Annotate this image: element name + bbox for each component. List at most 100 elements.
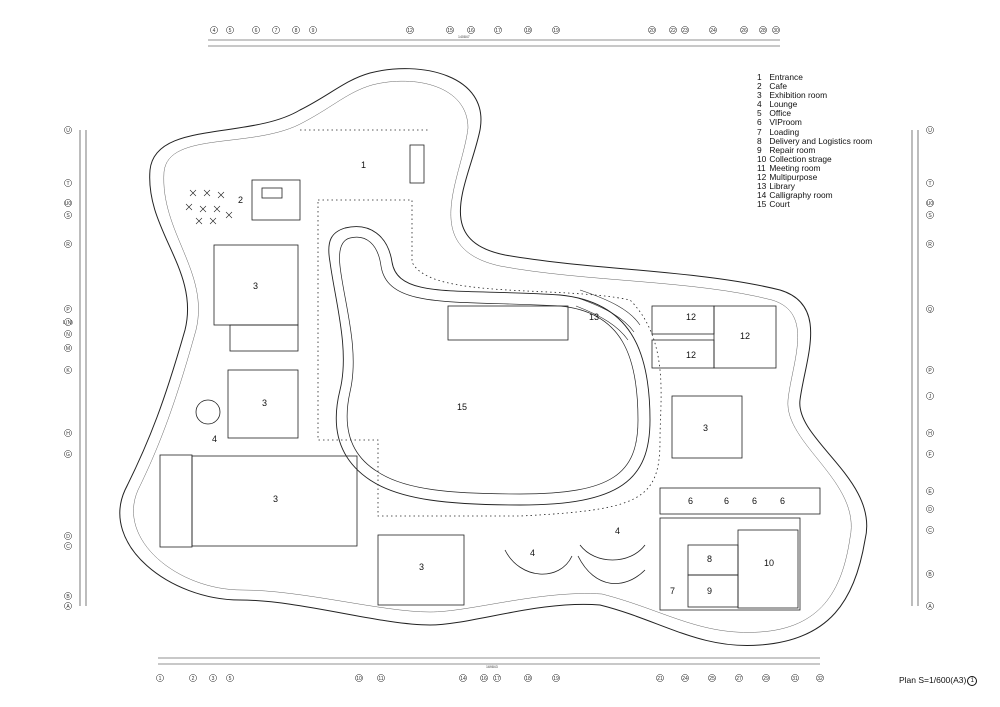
- grid-bubble: [926, 392, 934, 400]
- grid-bubble: [494, 26, 502, 34]
- grid-bubble: [64, 592, 72, 600]
- legend-label: Court: [767, 199, 790, 210]
- room-exhibition-e: [671, 395, 743, 459]
- grid-bubble: [309, 26, 317, 34]
- grid-label: T: [66, 181, 69, 187]
- grid-label: C: [928, 528, 932, 534]
- grid-bubble: [524, 674, 532, 682]
- grid-bubble: [64, 344, 72, 352]
- grid-bubble: [272, 26, 280, 34]
- legend-label: Collection strage: [767, 153, 832, 164]
- room-label: 8: [707, 554, 712, 564]
- grid-label: 17: [495, 28, 501, 34]
- grid-bubble: [740, 26, 748, 34]
- dimension-line-bottom: [158, 657, 820, 665]
- building-outline-inner: [133, 80, 852, 633]
- legend-number: 5: [757, 108, 762, 119]
- legend-number: 15: [757, 199, 767, 210]
- grid-label: 28: [760, 28, 766, 34]
- grid-bubble: [292, 26, 300, 34]
- grid-bubble: [762, 674, 770, 682]
- grid-label: 10: [356, 676, 362, 682]
- grid-bubble: [926, 505, 934, 513]
- grid-bubble: [669, 26, 677, 34]
- legend-item: 12 Multipurpose: [757, 172, 872, 182]
- grid-bubble: [64, 450, 72, 458]
- legend-number: 10: [757, 153, 767, 164]
- grid-label: 22: [670, 28, 676, 34]
- grid-bubble: [406, 26, 414, 34]
- grid-bubble: [791, 674, 799, 682]
- grid-label: 3: [212, 676, 215, 682]
- grid-bubble: [156, 674, 164, 682]
- grid-bubble: [210, 26, 218, 34]
- grid-label: 5: [229, 28, 232, 34]
- grid-label: B: [928, 572, 932, 578]
- grid-bubble: [552, 674, 560, 682]
- grid-label: 11: [378, 676, 383, 682]
- grid-label: K: [66, 368, 70, 374]
- grid-label: 16: [481, 676, 487, 682]
- legend-label: Entrance: [767, 72, 803, 82]
- room-labels: 1 2 3 3 3 3 3 4 4 4 6 6 6 6 7 8 9 10 12 …: [212, 160, 785, 596]
- room-label: 3: [253, 281, 258, 291]
- grid-label: 15: [447, 28, 453, 34]
- grid-bubble: [926, 570, 934, 578]
- dimension-line-left: [79, 130, 87, 606]
- legend-number: 14: [757, 190, 767, 201]
- legend-label: Lounge: [767, 99, 798, 110]
- lounge-curves: [504, 544, 646, 584]
- grid-label: 24: [710, 28, 716, 34]
- grid-label: 14: [460, 676, 466, 682]
- grid-bubble: [709, 26, 717, 34]
- legend-number: 3: [757, 90, 762, 101]
- legend-label: Meeting room: [767, 162, 821, 173]
- room-label: 2: [238, 195, 243, 205]
- scale-text: Plan S=1/600(A3): [899, 675, 967, 685]
- grid-label: 27: [736, 676, 742, 682]
- room-label: 3: [703, 423, 708, 433]
- grid-bubble: [524, 26, 532, 34]
- grid-bubble: [64, 429, 72, 437]
- legend-item: 13 Library: [757, 182, 872, 191]
- room-label: 6: [752, 496, 757, 506]
- grid-bubble: [189, 674, 197, 682]
- grid-bubble: [926, 211, 934, 219]
- room-entrance: [409, 144, 425, 184]
- legend-item: 3 Exhibition room: [757, 91, 872, 100]
- legend-item: 11 Meeting room: [757, 162, 872, 173]
- grid-bubble: [467, 26, 475, 34]
- room-vip-row: [659, 487, 821, 515]
- grid-label: 16: [468, 28, 474, 34]
- grid-bubble: [648, 26, 656, 34]
- legend-label: Calligraphy room: [767, 190, 833, 201]
- grid-bubble: [493, 674, 501, 682]
- grid-label: D: [928, 507, 932, 513]
- grid-bubble: [552, 26, 560, 34]
- room-label: 12: [686, 350, 696, 360]
- legend-label: Library: [767, 181, 795, 192]
- grid-label: 7: [275, 28, 278, 34]
- grid-label: A: [66, 604, 70, 610]
- room-label: 4: [615, 526, 620, 536]
- grid-bubble: [226, 674, 234, 682]
- grid-bubble: [64, 532, 72, 540]
- legend-number: 6: [757, 117, 762, 128]
- room-repair: [687, 574, 739, 608]
- room-exhibition-a-annex: [229, 324, 299, 352]
- room-label: 9: [707, 586, 712, 596]
- grid-label: 25: [709, 676, 715, 682]
- legend-number: 7: [757, 126, 762, 137]
- legend-label: Cafe: [767, 81, 788, 92]
- room-label: 3: [419, 562, 424, 572]
- grid-bubble: [64, 602, 72, 610]
- grid-label: 24: [682, 676, 688, 682]
- room-exhibition-b: [227, 369, 299, 439]
- legend-number: 4: [757, 99, 762, 110]
- legend-label: Delivery and Logistics room: [767, 135, 873, 146]
- grid-label: 17: [494, 676, 500, 682]
